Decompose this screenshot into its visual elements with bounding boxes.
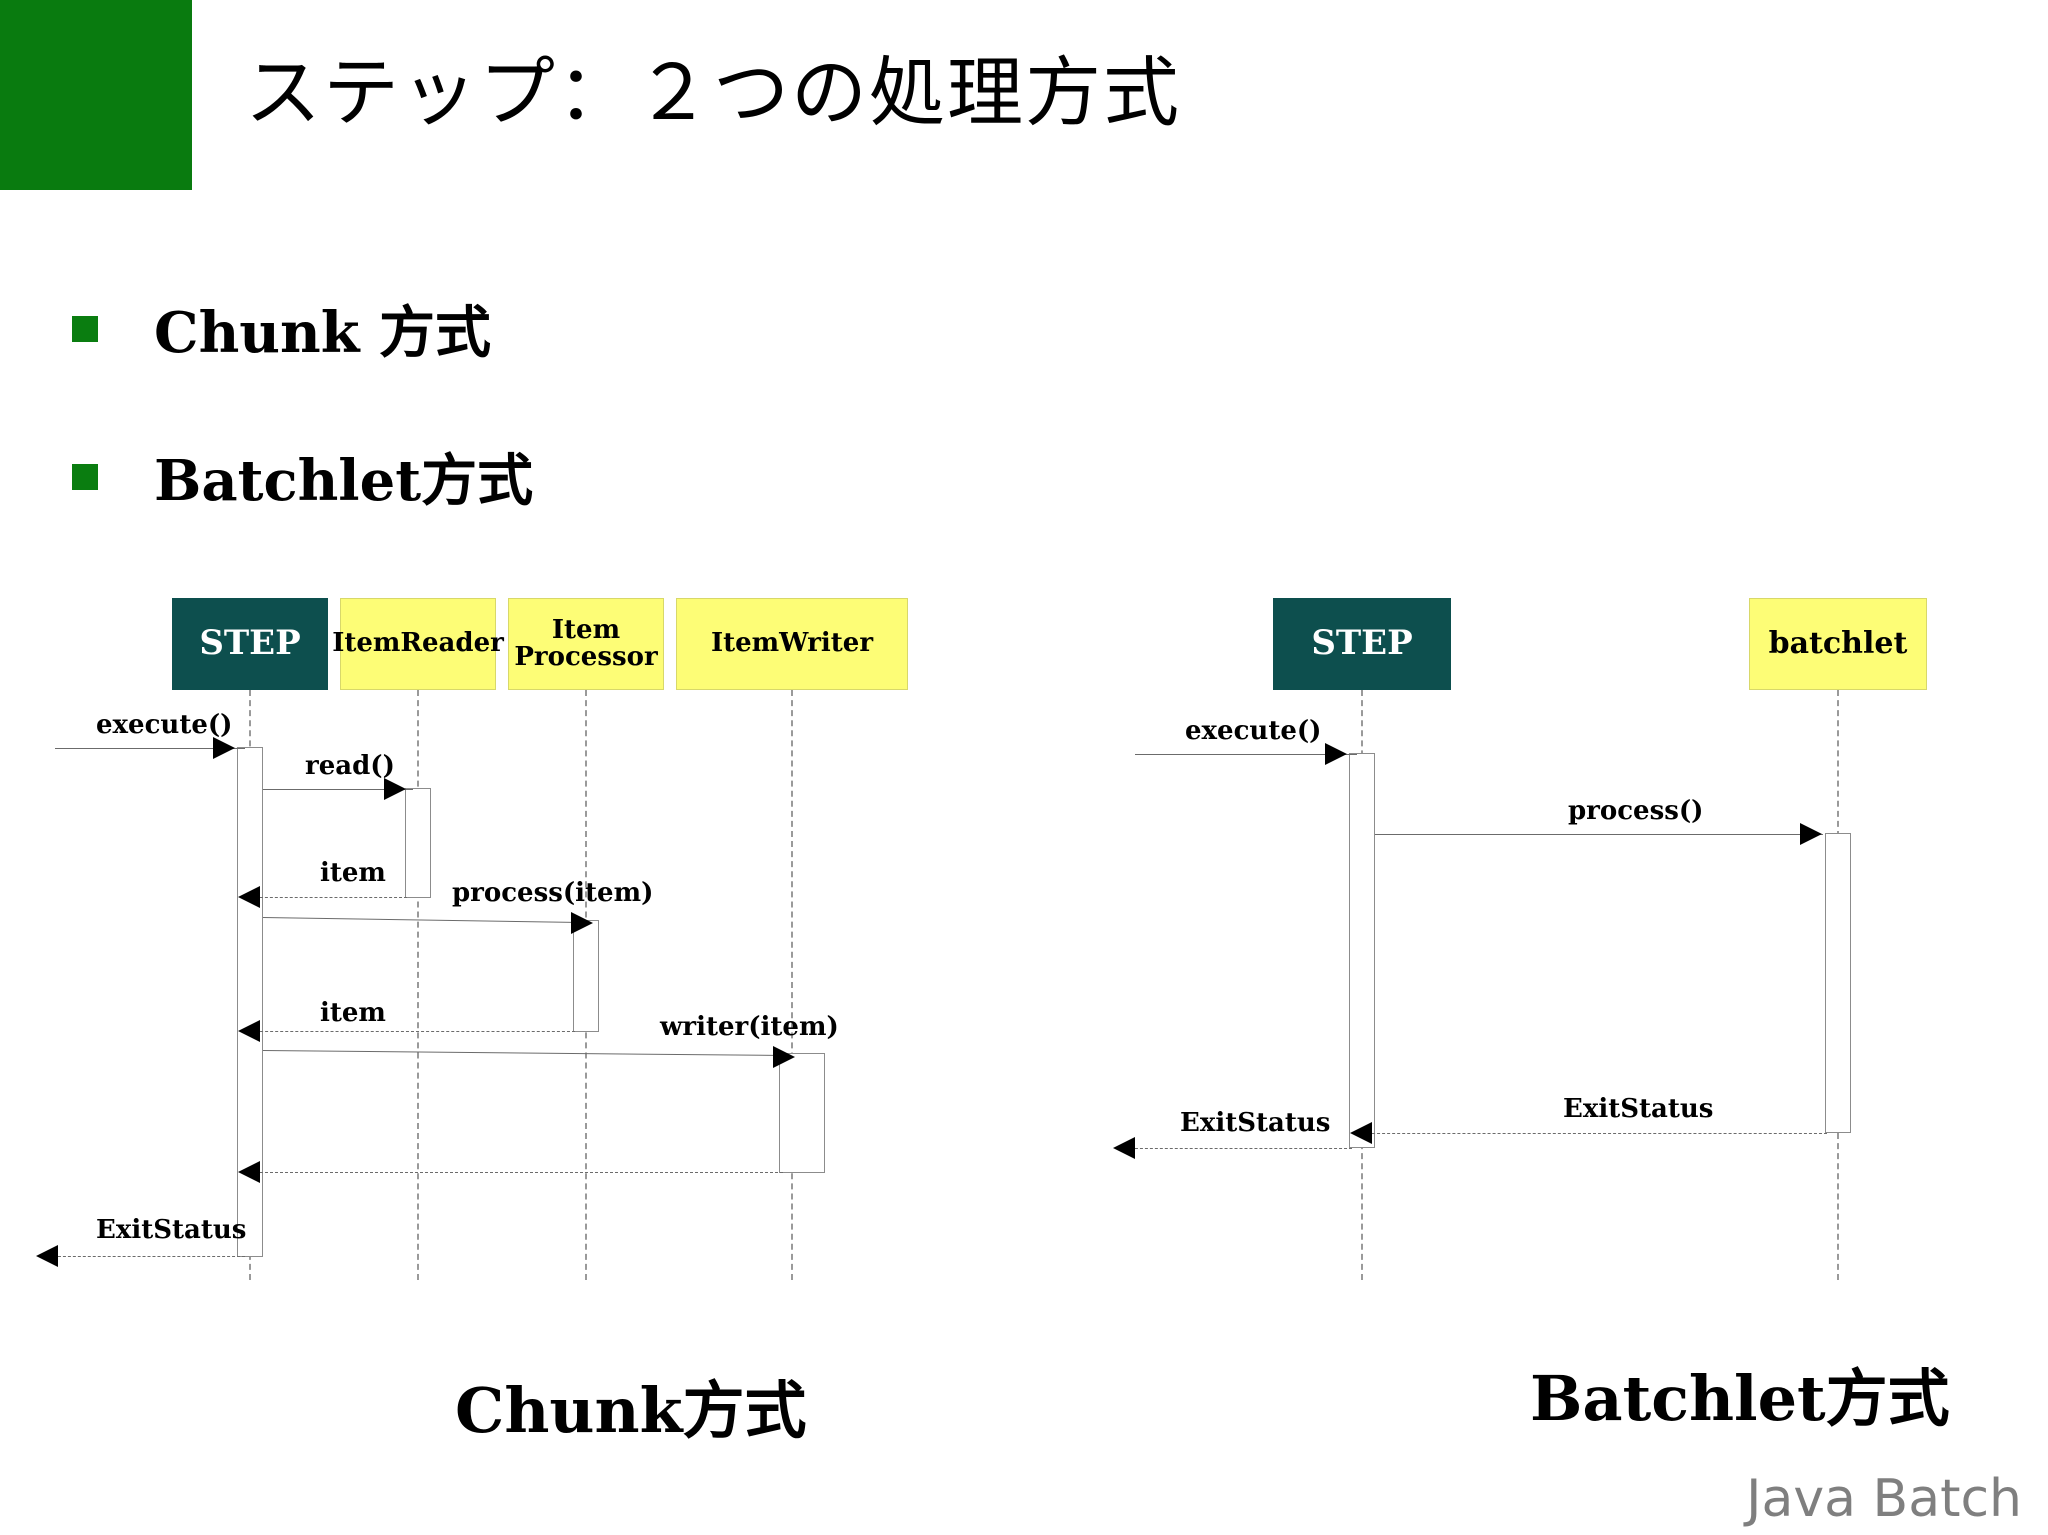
arrowhead-exitstatus — [36, 1245, 58, 1267]
caption-chunk: Chunk方式 — [455, 1374, 807, 1447]
message-label-item-processor: item — [320, 998, 386, 1028]
arrowhead-item-reader — [238, 886, 260, 908]
message-line-exitstatus — [48, 1256, 245, 1257]
lifeline-itemreader — [417, 690, 419, 1280]
message-label-writer: writer(item) — [660, 1012, 839, 1042]
bullet-marker-icon — [72, 315, 98, 342]
activation-itemprocessor — [573, 920, 599, 1032]
batchlet-sequence-diagram: STEP batchlet execute() process() ExitSt… — [1113, 560, 2048, 1360]
bullet-marker-icon — [72, 463, 98, 490]
arrowhead-execute — [1325, 743, 1347, 765]
arrowhead-execute — [213, 737, 235, 759]
chunk-sequence-diagram: STEP ItemReader Item Processor ItemWrite… — [0, 560, 1230, 1360]
lifeline-head-itemreader[interactable]: ItemReader — [332, 598, 504, 690]
arrowhead-writer — [773, 1046, 795, 1068]
head-line-2: Processor — [514, 642, 658, 672]
arrowhead-writer-return — [238, 1161, 260, 1183]
message-label-item-reader: item — [320, 858, 386, 888]
bullet-item-batchlet: Batchlet方式 — [72, 436, 533, 517]
page-title: ステップ：２つの処理方式 — [245, 48, 1181, 137]
activation-step — [1349, 753, 1375, 1148]
activation-itemreader — [405, 788, 431, 898]
message-line-process — [1375, 834, 1823, 835]
head-line-1: Item — [551, 614, 621, 645]
message-label-read: read() — [305, 751, 395, 781]
activation-itemwriter — [779, 1053, 825, 1173]
lifeline-head-step[interactable]: STEP — [1273, 598, 1451, 690]
bullet-label: Chunk 方式 — [154, 300, 492, 366]
message-label-process: process() — [1568, 796, 1704, 826]
activation-batchlet — [1825, 833, 1851, 1133]
bullet-label: Batchlet方式 — [154, 448, 534, 514]
message-line-execute — [1135, 754, 1357, 755]
lifeline-itemwriter — [791, 690, 793, 1280]
arrowhead-process — [571, 912, 593, 934]
arrowhead-exitstatus-step — [1113, 1137, 1135, 1159]
message-label-exitstatus-batchlet: ExitStatus — [1563, 1094, 1714, 1124]
message-label-execute: execute() — [96, 710, 233, 740]
arrowhead-process — [1800, 823, 1822, 845]
message-label-execute: execute() — [1185, 716, 1322, 746]
arrowhead-item-processor — [238, 1020, 260, 1042]
message-line-item-processor — [250, 1031, 575, 1032]
lifeline-head-itemwriter[interactable]: ItemWriter — [676, 598, 908, 690]
message-line-writer-return — [250, 1172, 783, 1173]
message-line-writer — [262, 1050, 785, 1057]
lifeline-head-itemprocessor[interactable]: Item Processor — [508, 598, 664, 690]
title-accent-swatch — [0, 0, 192, 190]
arrowhead-read — [384, 778, 406, 800]
message-line-read — [263, 789, 413, 790]
message-label-exitstatus-step: ExitStatus — [1180, 1108, 1331, 1138]
message-line-process — [262, 917, 581, 923]
lifeline-head-step[interactable]: STEP — [172, 598, 328, 690]
message-label-process: process(item) — [452, 878, 654, 908]
caption-batchlet: Batchlet方式 — [1530, 1362, 1950, 1435]
bullet-item-chunk: Chunk 方式 — [72, 288, 491, 369]
lifeline-head-batchlet[interactable]: batchlet — [1749, 598, 1927, 690]
message-line-execute — [55, 748, 245, 749]
slide-footer: Java Batch — [1746, 1469, 2022, 1529]
message-line-exitstatus-step — [1125, 1148, 1352, 1149]
arrowhead-exitstatus-batchlet — [1350, 1122, 1372, 1144]
message-line-exitstatus-batchlet — [1362, 1133, 1827, 1134]
message-label-exitstatus: ExitStatus — [96, 1215, 247, 1245]
message-line-item-reader — [250, 897, 407, 898]
